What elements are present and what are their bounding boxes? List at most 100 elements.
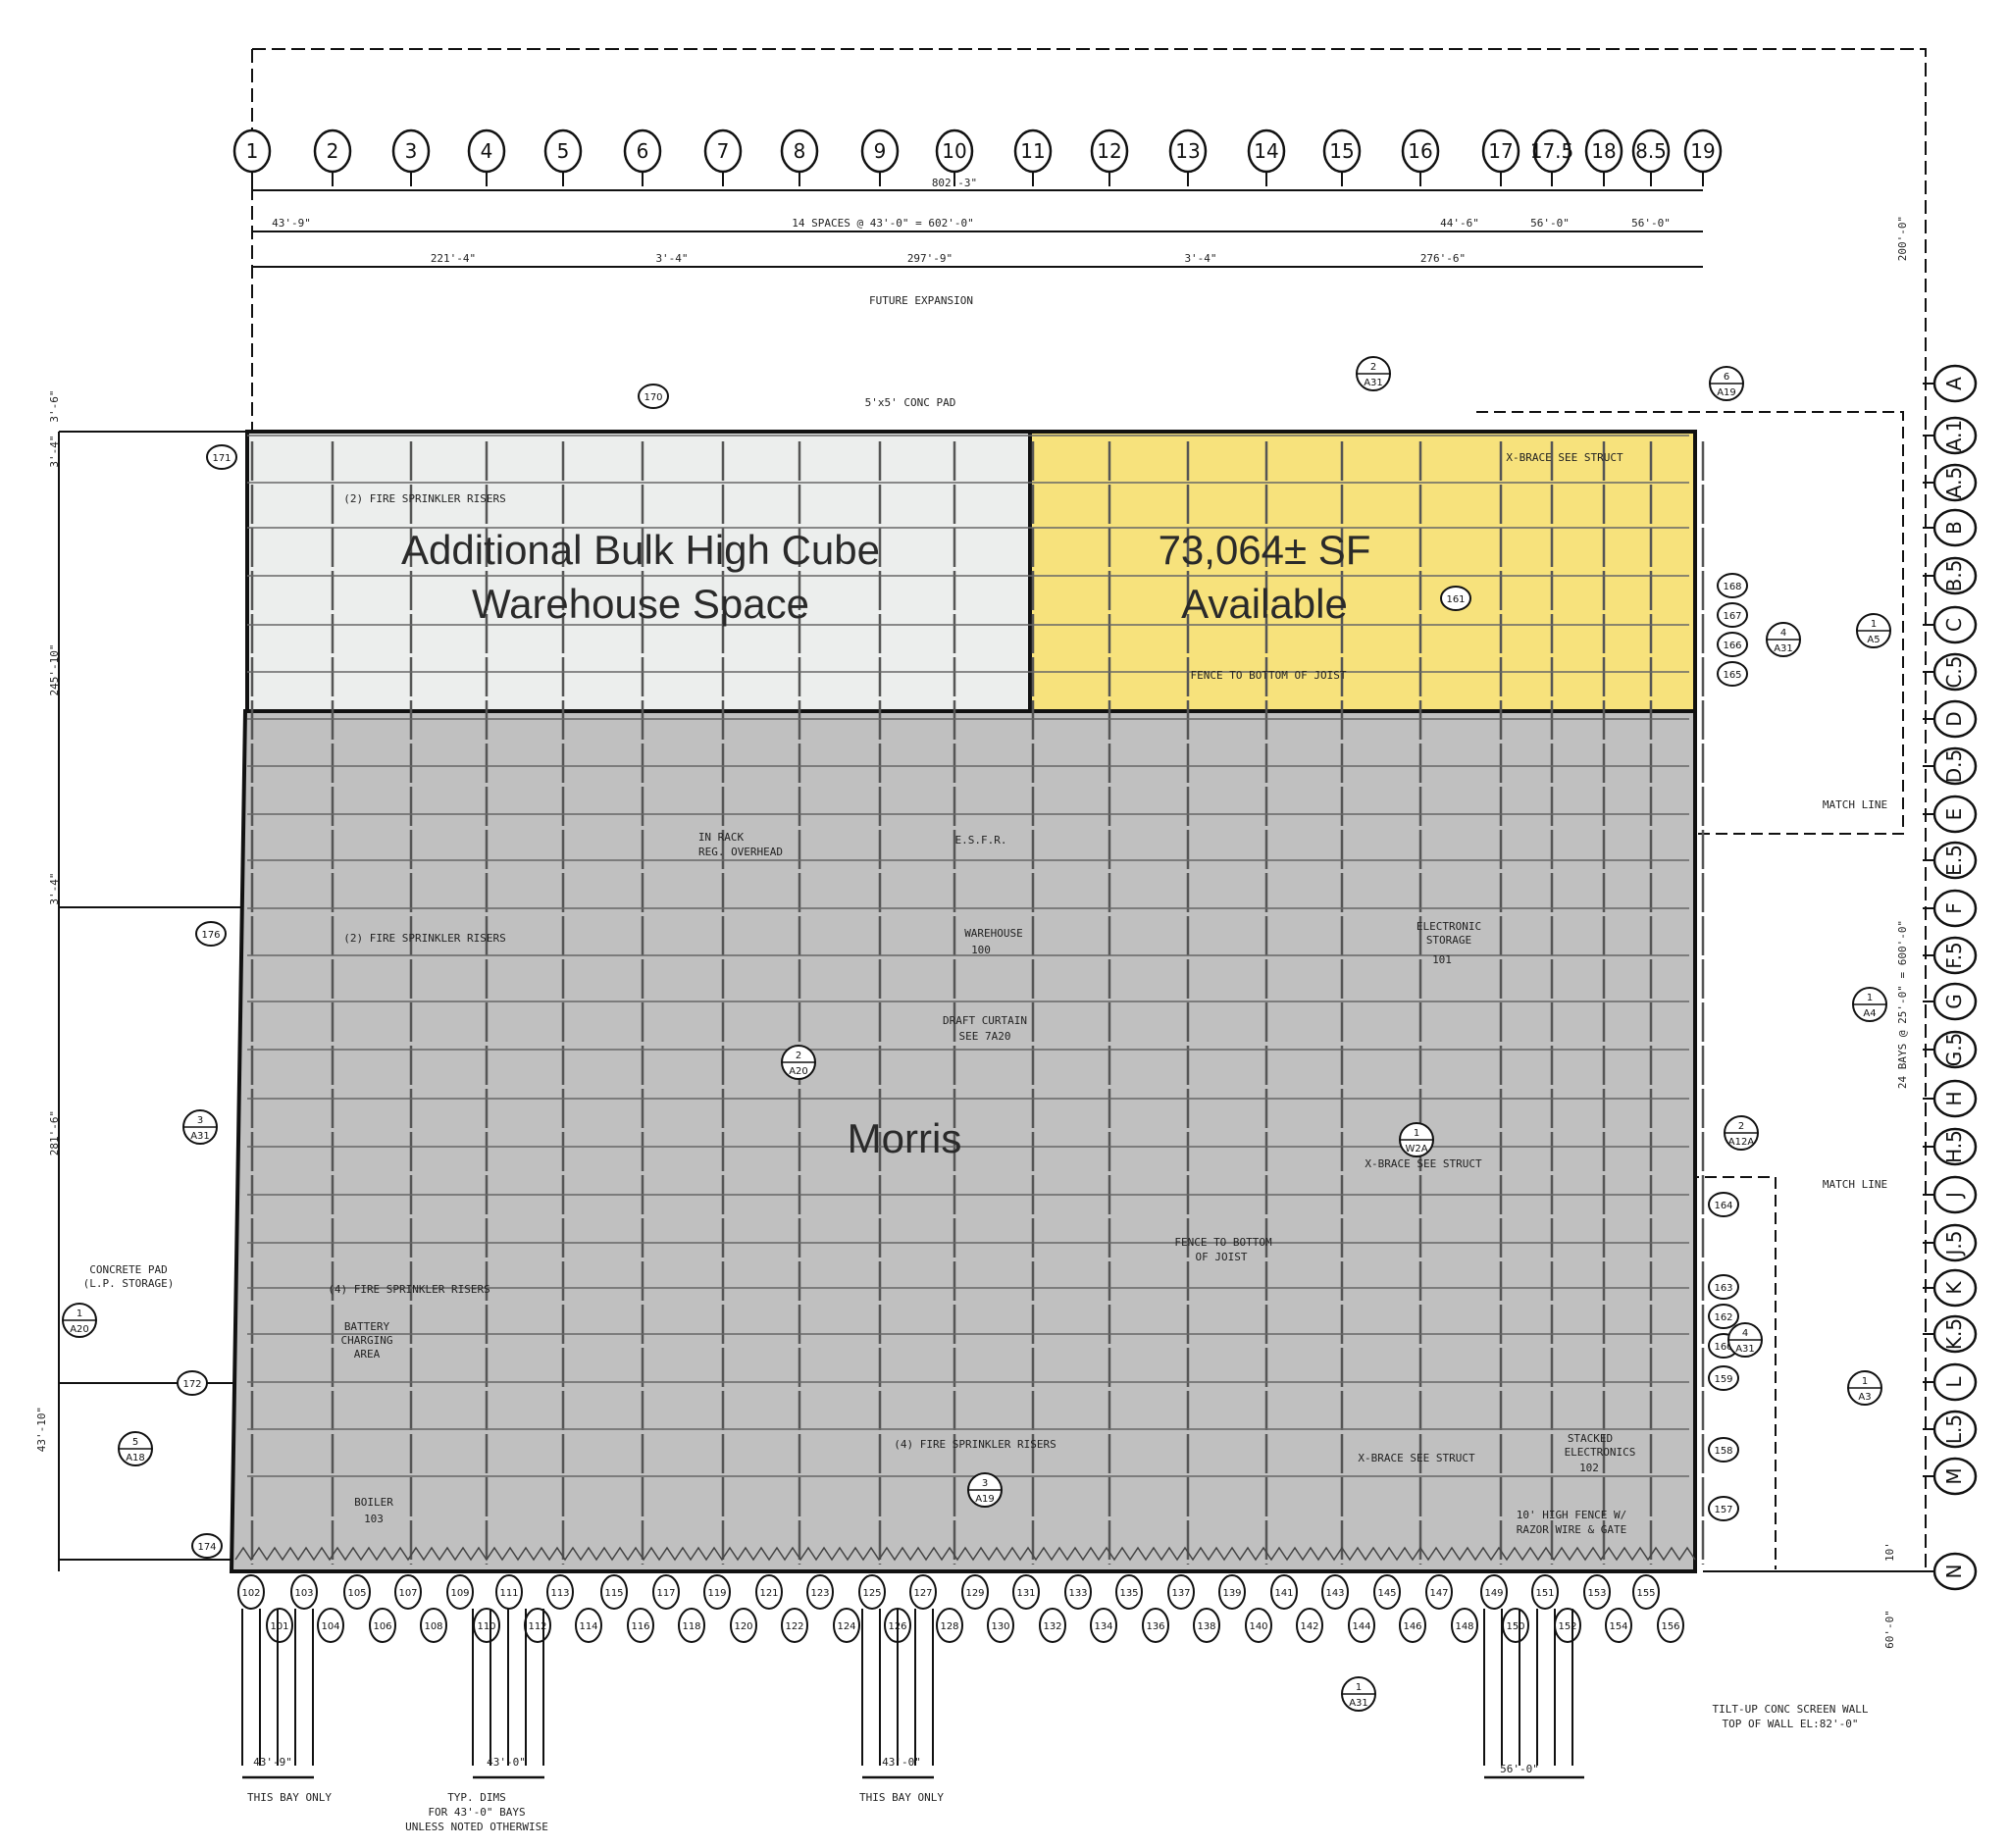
morris-tenant-area[interactable] (229, 709, 1697, 1573)
available-label: Available (1181, 581, 1348, 627)
dock-door-105: 105 (343, 1574, 371, 1610)
door-tag-167: 167 (1717, 602, 1748, 628)
door-number: 150 (1506, 1621, 1524, 1632)
door-tag-number: 170 (644, 392, 662, 403)
dock-wall-pattern (234, 1546, 1696, 1562)
dock-door-138: 138 (1193, 1608, 1220, 1643)
callout-sheet: A20 (70, 1324, 89, 1335)
row-label: A (1942, 377, 1966, 390)
column-label: 2 (327, 139, 339, 163)
callout-sheet: A18 (126, 1453, 145, 1463)
dock-door-141: 141 (1270, 1574, 1298, 1610)
row-bubble-E: E (1923, 795, 1978, 834)
column-label: 7 (717, 139, 730, 163)
door-number: 113 (550, 1588, 569, 1599)
dimension-label: 281'-6" (48, 1110, 61, 1155)
door-tag-171: 171 (206, 444, 237, 470)
door-number: 136 (1146, 1621, 1164, 1632)
row-label: G (1942, 994, 1966, 1009)
door-number: 124 (837, 1621, 855, 1632)
door-number: 147 (1429, 1588, 1448, 1599)
row-bubble-J: J (1923, 1175, 1978, 1214)
row-bubble-L.5: L.5 (1923, 1410, 1978, 1449)
dock-door-140: 140 (1245, 1608, 1272, 1643)
door-tag-number: 172 (182, 1379, 201, 1390)
dimension-label: 3'-4" (48, 872, 61, 904)
dock-door-127: 127 (909, 1574, 937, 1610)
column-label: 1 (246, 139, 259, 163)
section-callout: 1A3 (1847, 1370, 1882, 1406)
row-bubble-H: H (1923, 1079, 1978, 1118)
plan-note: ELECTRONIC (1417, 920, 1481, 933)
dock-door-101: 101 (266, 1608, 293, 1643)
plan-note: IN RACK (698, 831, 745, 844)
door-tag-number: 171 (212, 453, 231, 464)
callout-sheet: A5 (1867, 635, 1880, 645)
dock-door-132: 132 (1039, 1608, 1066, 1643)
door-tag-number: 167 (1723, 611, 1741, 622)
row-label: K (1942, 1281, 1966, 1295)
door-number: 144 (1352, 1621, 1370, 1632)
door-number: 125 (862, 1588, 881, 1599)
dock-door-123: 123 (806, 1574, 834, 1610)
row-label: F.5 (1942, 942, 1966, 968)
plan-note: FUTURE EXPANSION (869, 294, 973, 307)
column-bubble-2: 2 (313, 128, 352, 186)
dock-door-103: 103 (290, 1574, 318, 1610)
plan-note: WAREHOUSE (964, 927, 1023, 940)
callout-sheet: A4 (1863, 1008, 1876, 1019)
door-number: 105 (347, 1588, 366, 1599)
callout-number: 5 (132, 1437, 138, 1448)
row-bubble-F: F (1923, 889, 1978, 928)
section-callout: 1A4 (1852, 987, 1887, 1022)
door-tag-168: 168 (1717, 573, 1748, 598)
dimension-label: 43'-9" (253, 1756, 292, 1769)
dock-door-133: 133 (1064, 1574, 1092, 1610)
door-number: 132 (1043, 1621, 1061, 1632)
dimension-label: 297'-9" (907, 252, 953, 265)
dimension-label: 200'-0" (1896, 216, 1909, 261)
door-tag-number: 174 (197, 1542, 216, 1553)
door-number: 145 (1377, 1588, 1396, 1599)
door-number: 109 (450, 1588, 469, 1599)
column-bubble-8: 8 (780, 128, 819, 186)
dock-door-150: 150 (1502, 1608, 1529, 1643)
row-label: F (1942, 902, 1966, 914)
door-tag-number: 158 (1714, 1446, 1732, 1457)
dock-door-120: 120 (730, 1608, 757, 1643)
plan-note: 101 (1432, 953, 1452, 966)
plan-note: CONCRETE PAD (89, 1263, 167, 1276)
door-number: 151 (1535, 1588, 1554, 1599)
row-label: D (1942, 711, 1966, 726)
dock-door-145: 145 (1373, 1574, 1401, 1610)
row-label: L.5 (1942, 1414, 1966, 1444)
door-tag-166: 166 (1717, 632, 1748, 657)
row-bubble-J.5: J.5 (1923, 1223, 1978, 1262)
column-label: 5 (557, 139, 570, 163)
plan-note: AREA (354, 1348, 381, 1360)
column-bubble-12: 12 (1090, 128, 1129, 186)
pad-outline (58, 431, 247, 1571)
door-number: 116 (631, 1621, 649, 1632)
callout-number: 4 (1780, 628, 1786, 639)
door-tag-170: 170 (638, 384, 669, 409)
plan-note: X-BRACE SEE STRUCT (1365, 1157, 1482, 1170)
callout-sheet: A20 (789, 1066, 808, 1077)
door-tag-number: 164 (1714, 1201, 1732, 1211)
plan-note: STORAGE (1426, 934, 1471, 947)
plan-note: TILT-UP CONC SCREEN WALL (1713, 1703, 1869, 1716)
dimension-label: 802'-3" (932, 177, 977, 189)
door-tag-161: 161 (1440, 586, 1471, 611)
row-bubble-N: N (1923, 1552, 1978, 1591)
column-bubble-5: 5 (543, 128, 583, 186)
door-number: 102 (241, 1588, 260, 1599)
door-number: 149 (1484, 1588, 1503, 1599)
dock-door-109: 109 (446, 1574, 474, 1610)
plan-note: MATCH LINE (1823, 798, 1887, 811)
row-bubble-D.5: D.5 (1923, 746, 1978, 786)
